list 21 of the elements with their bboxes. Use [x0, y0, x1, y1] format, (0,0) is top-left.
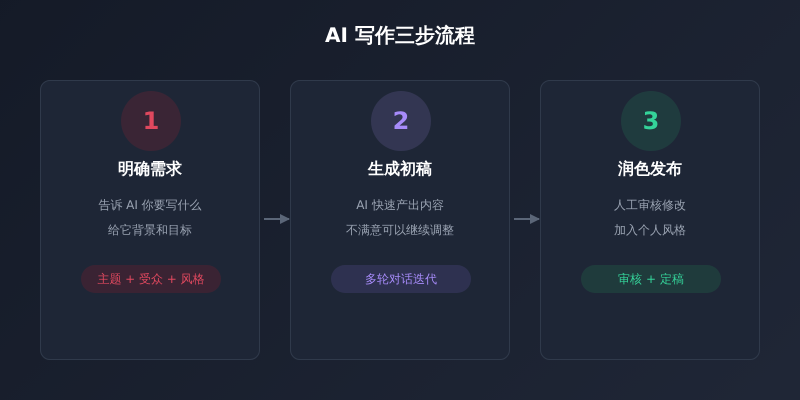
step-description: 不满意可以继续调整 [345, 222, 455, 239]
step-number-circle: 1 [121, 91, 181, 151]
arrow [514, 214, 540, 224]
arrow [264, 214, 290, 224]
step-description: 告诉 AI 你要写什么 [97, 197, 203, 214]
step-number-circle: 3 [621, 91, 681, 151]
step-card [540, 80, 760, 360]
step-tag: 审核 + 定稿 [581, 265, 721, 293]
step-description: 加入个人风格 [613, 222, 687, 239]
step-card [290, 80, 510, 360]
step-description: 给它背景和目标 [107, 222, 193, 239]
step-description: AI 快速产出内容 [355, 197, 445, 214]
step-title: 润色发布 [617, 159, 683, 180]
step-tag: 多轮对话迭代 [331, 265, 471, 293]
step-card [40, 80, 260, 360]
diagram-title: AI 写作三步流程 [324, 22, 476, 49]
step-number-circle: 2 [371, 91, 431, 151]
step-title: 生成初稿 [366, 159, 433, 180]
step-description: 人工审核修改 [613, 197, 687, 214]
step-tag: 主题 + 受众 + 风格 [81, 265, 221, 293]
step-title: 明确需求 [117, 159, 183, 180]
